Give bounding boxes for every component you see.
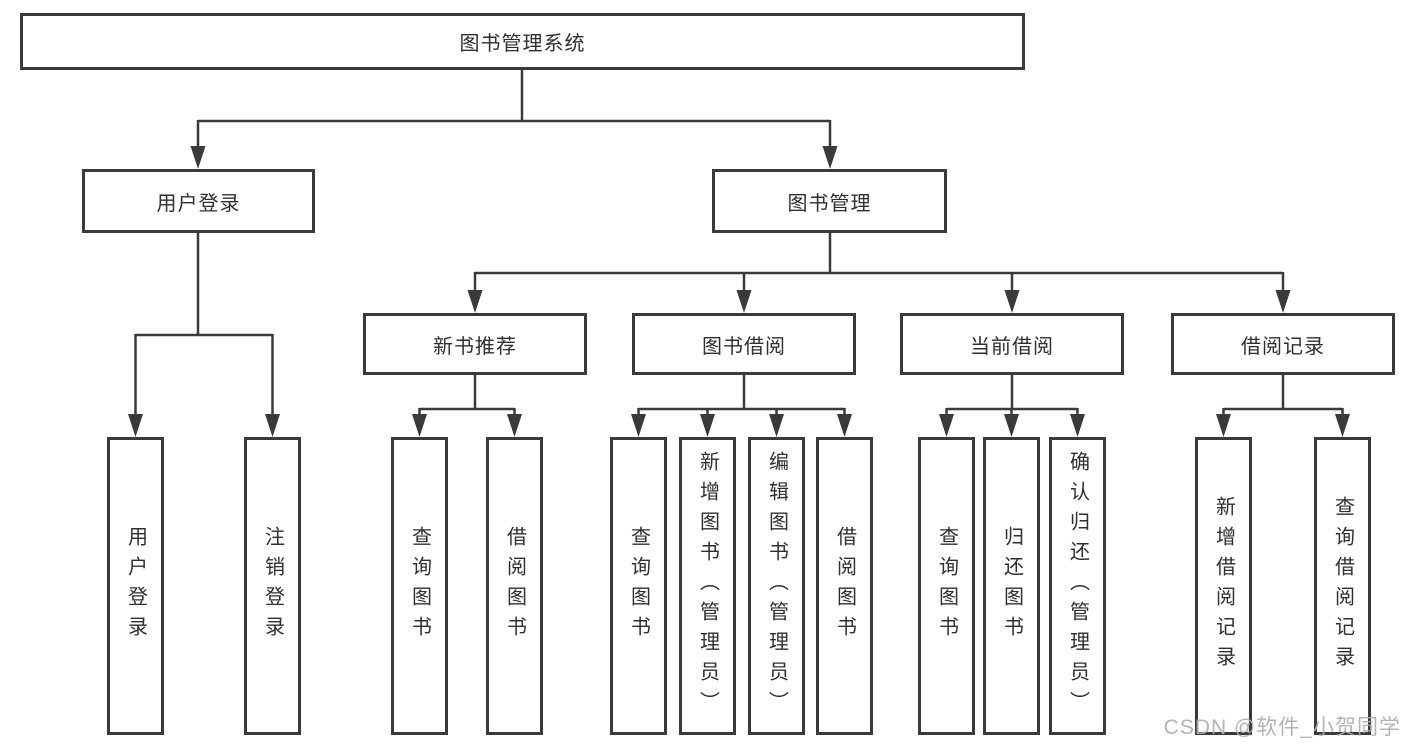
node-label: 查询图书 bbox=[627, 526, 650, 646]
node-leaf-borrow-books: 借阅图书 bbox=[486, 437, 543, 735]
node-user-login: 用户登录 bbox=[82, 169, 315, 233]
node-book-borrow: 图书借阅 bbox=[632, 313, 856, 375]
node-leaf-edit-books-admin: 编辑图书（管理员） bbox=[748, 437, 805, 735]
node-leaf-logout: 注销登录 bbox=[244, 437, 301, 735]
node-label: 借阅图书 bbox=[503, 526, 526, 646]
node-label: 新增图书（管理员） bbox=[696, 451, 719, 721]
node-new-book-recommend: 新书推荐 bbox=[363, 313, 587, 375]
node-leaf-add-books-admin: 新增图书（管理员） bbox=[679, 437, 736, 735]
node-label: 用户登录 bbox=[156, 192, 241, 215]
node-leaf-return-books: 归还图书 bbox=[983, 437, 1040, 735]
node-label: 归还图书 bbox=[1000, 526, 1023, 646]
node-leaf-query-borrow-record: 查询借阅记录 bbox=[1314, 437, 1371, 735]
node-label: 借阅图书 bbox=[833, 526, 856, 646]
node-label: 当前借阅 bbox=[970, 335, 1054, 358]
node-book-management: 图书管理 bbox=[712, 169, 947, 233]
node-borrow-records: 借阅记录 bbox=[1171, 313, 1395, 375]
arrowhead-icon bbox=[128, 146, 1350, 437]
node-label: 图书管理 bbox=[787, 192, 872, 215]
node-label: 确认归还（管理员） bbox=[1066, 451, 1089, 721]
node-leaf-query-books: 查询图书 bbox=[610, 437, 667, 735]
connector-line bbox=[134, 70, 1344, 416]
node-label: 查询图书 bbox=[935, 526, 958, 646]
node-label: 编辑图书（管理员） bbox=[765, 451, 788, 721]
node-label: 新书推荐 bbox=[433, 335, 517, 358]
node-library-management-system: 图书管理系统 bbox=[20, 13, 1025, 70]
node-leaf-confirm-return-admin: 确认归还（管理员） bbox=[1049, 437, 1106, 735]
node-current-borrow: 当前借阅 bbox=[900, 313, 1124, 375]
node-leaf-query-books: 查询图书 bbox=[918, 437, 975, 735]
node-label: 图书借阅 bbox=[702, 335, 786, 358]
node-leaf-query-books: 查询图书 bbox=[391, 437, 448, 735]
node-label: 图书管理系统 bbox=[459, 33, 586, 55]
node-leaf-borrow-books: 借阅图书 bbox=[816, 437, 873, 735]
watermark: CSDN @软件_小贺同学 bbox=[1163, 716, 1401, 739]
node-label: 新增借阅记录 bbox=[1212, 496, 1235, 676]
node-label: 用户登录 bbox=[124, 526, 147, 646]
node-label: 注销登录 bbox=[261, 526, 284, 646]
node-label: 查询图书 bbox=[408, 526, 431, 646]
node-label: 查询借阅记录 bbox=[1331, 496, 1354, 676]
node-label: 借阅记录 bbox=[1241, 335, 1325, 358]
node-leaf-user-login: 用户登录 bbox=[107, 437, 164, 735]
node-leaf-add-borrow-record: 新增借阅记录 bbox=[1195, 437, 1252, 735]
